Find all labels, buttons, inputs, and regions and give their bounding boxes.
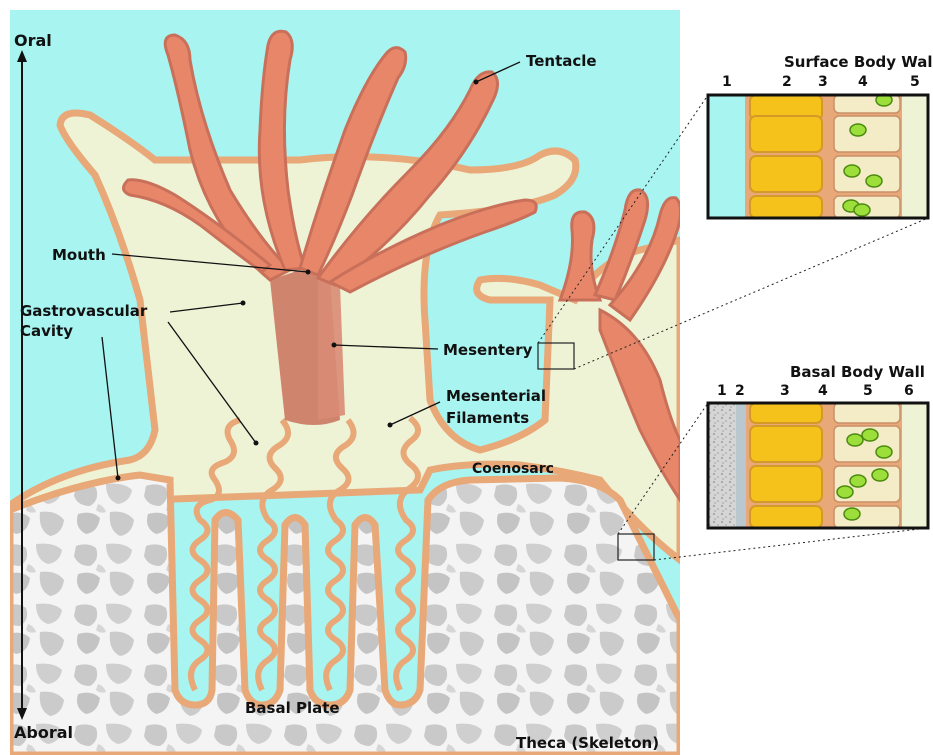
mesenterial-filaments-label-line1: Mesenterial bbox=[446, 387, 546, 405]
layer-number: 5 bbox=[863, 383, 873, 399]
layer-number: 5 bbox=[910, 74, 920, 90]
layer-number: 2 bbox=[735, 383, 745, 399]
gastrovascular-label-line2: Cavity bbox=[20, 322, 73, 340]
gastrovascular-label-line1: Gastrovascular bbox=[20, 302, 148, 320]
layer-number: 2 bbox=[782, 74, 792, 90]
oral-label: Oral bbox=[14, 31, 52, 50]
layer-number: 4 bbox=[818, 383, 828, 399]
layer-number: 6 bbox=[904, 383, 914, 399]
surface-inset-title: Surface Body Wall bbox=[784, 53, 933, 71]
layer-number: 4 bbox=[858, 74, 868, 90]
mesentery-label: Mesentery bbox=[443, 341, 533, 359]
mouth-label: Mouth bbox=[52, 246, 106, 264]
layer-number: 1 bbox=[722, 74, 732, 90]
theca-label: Theca (Skeleton) bbox=[516, 734, 659, 752]
basal-plate-label: Basal Plate bbox=[245, 699, 340, 717]
surface-body-wall-inset: Surface Body Wall 1 2 3 4 5 bbox=[708, 53, 933, 218]
basal-body-wall-inset: Basal Body Wall 1 2 3 4 5 6 bbox=[708, 363, 928, 528]
coenosarc-label: Coenosarc bbox=[472, 461, 554, 477]
tentacle-label: Tentacle bbox=[526, 52, 597, 70]
layer-number: 1 bbox=[717, 383, 727, 399]
mesenterial-filaments-label-line2: Filaments bbox=[446, 409, 529, 427]
polyp-illustration bbox=[10, 10, 681, 755]
aboral-label: Aboral bbox=[14, 723, 73, 742]
layer-number: 3 bbox=[780, 383, 790, 399]
layer-number: 3 bbox=[818, 74, 828, 90]
basal-inset-title: Basal Body Wall bbox=[790, 363, 925, 381]
